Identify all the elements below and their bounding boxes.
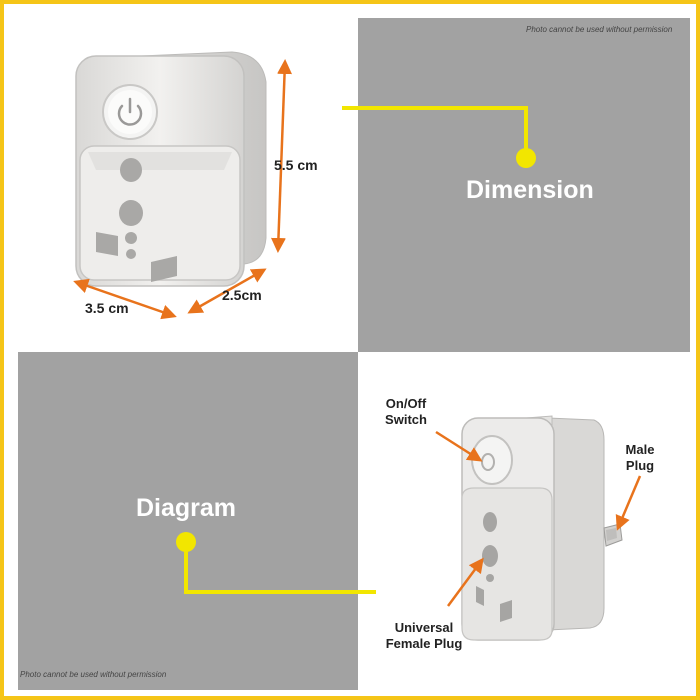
callout-arrows <box>435 430 642 607</box>
male-plug-callout-line-1: Male <box>625 442 655 457</box>
dimension-title-panel <box>358 18 690 352</box>
power-button-icon <box>102 84 158 140</box>
side-socket-holes <box>476 512 512 622</box>
female-plug-callout-line-1: Universal <box>394 620 454 635</box>
diagram-heading: Diagram <box>136 494 237 522</box>
male-plug-callout-line-2: Plug <box>625 458 655 473</box>
adapter-side-view <box>461 415 623 641</box>
male-plug-callout: Male Plug <box>612 442 668 474</box>
dimension-heading: Dimension <box>466 176 594 204</box>
diagram-title-panel <box>18 352 358 690</box>
dimension-arrows <box>73 59 293 320</box>
permission-notice-top: Photo cannot be used without permission <box>526 25 673 34</box>
female-plug-callout-line-2: Female Plug <box>385 636 463 651</box>
switch-callout: On/Off Switch <box>376 396 436 428</box>
permission-notice-bottom: Photo cannot be used without permission <box>20 670 167 679</box>
height-measurement: 5.5 cm <box>274 157 318 173</box>
switch-callout-line-1: On/Off <box>385 396 427 411</box>
dimension-connector <box>342 106 536 168</box>
switch-callout-line-2: Switch <box>385 412 427 427</box>
adapter-front-view <box>75 51 267 287</box>
diagram-connector <box>176 532 376 594</box>
female-plug-callout: Universal Female Plug <box>372 620 476 652</box>
depth-measurement: 2.5cm <box>222 287 262 303</box>
width-measurement: 3.5 cm <box>85 300 129 316</box>
socket-holes <box>96 158 177 282</box>
